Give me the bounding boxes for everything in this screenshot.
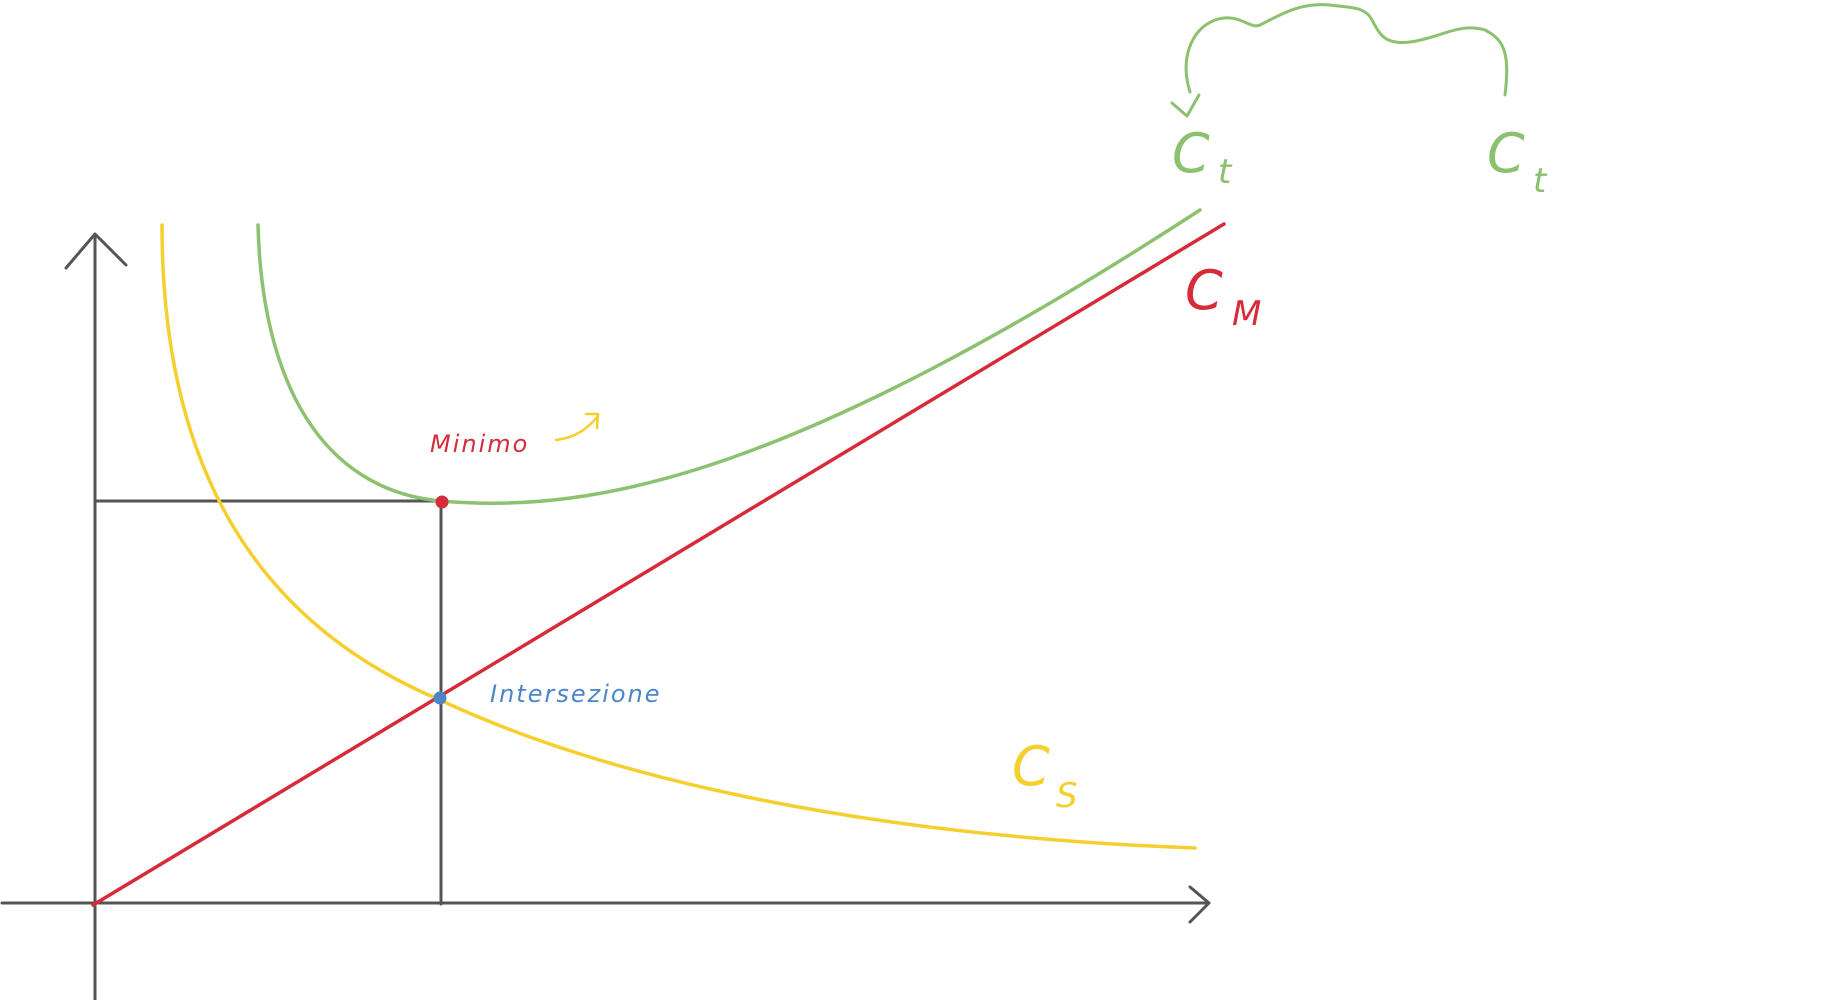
setup-cost-curve — [160, 223, 1197, 850]
setup-cost-label-main: C — [1012, 735, 1050, 798]
intersection-point — [433, 691, 447, 705]
total-cost-label-alt-main: C — [1487, 122, 1525, 185]
axes — [0, 232, 1211, 1000]
y-axis-arrow-icon — [64, 232, 128, 270]
setup-cost-label-sub: S — [1056, 776, 1078, 816]
total-cost-label-alt-sub: t — [1533, 161, 1548, 201]
total-cost-label-main: C — [1172, 122, 1210, 185]
total-cost-curve — [256, 208, 1202, 506]
maintenance-cost-label-main: C — [1185, 259, 1223, 322]
x-axis-arrow-icon — [1188, 885, 1211, 924]
brace-connector — [1184, 3, 1509, 97]
maintenance-cost-label-sub: M — [1232, 294, 1261, 334]
setup-cost-label: C S — [1012, 735, 1078, 816]
brace-arrow-icon — [1170, 93, 1201, 118]
total-cost-label: C t — [1172, 122, 1233, 192]
maintenance-cost-line — [91, 222, 1226, 907]
minimum-label: Minimo — [430, 430, 529, 458]
minimum-arrow-icon — [554, 412, 600, 442]
intersection-label: Intersezione — [490, 680, 662, 708]
total-cost-label-alt: C t — [1487, 122, 1548, 201]
maintenance-cost-label: C M — [1185, 259, 1261, 334]
minimum-point — [435, 495, 449, 509]
total-cost-label-sub: t — [1218, 152, 1233, 192]
